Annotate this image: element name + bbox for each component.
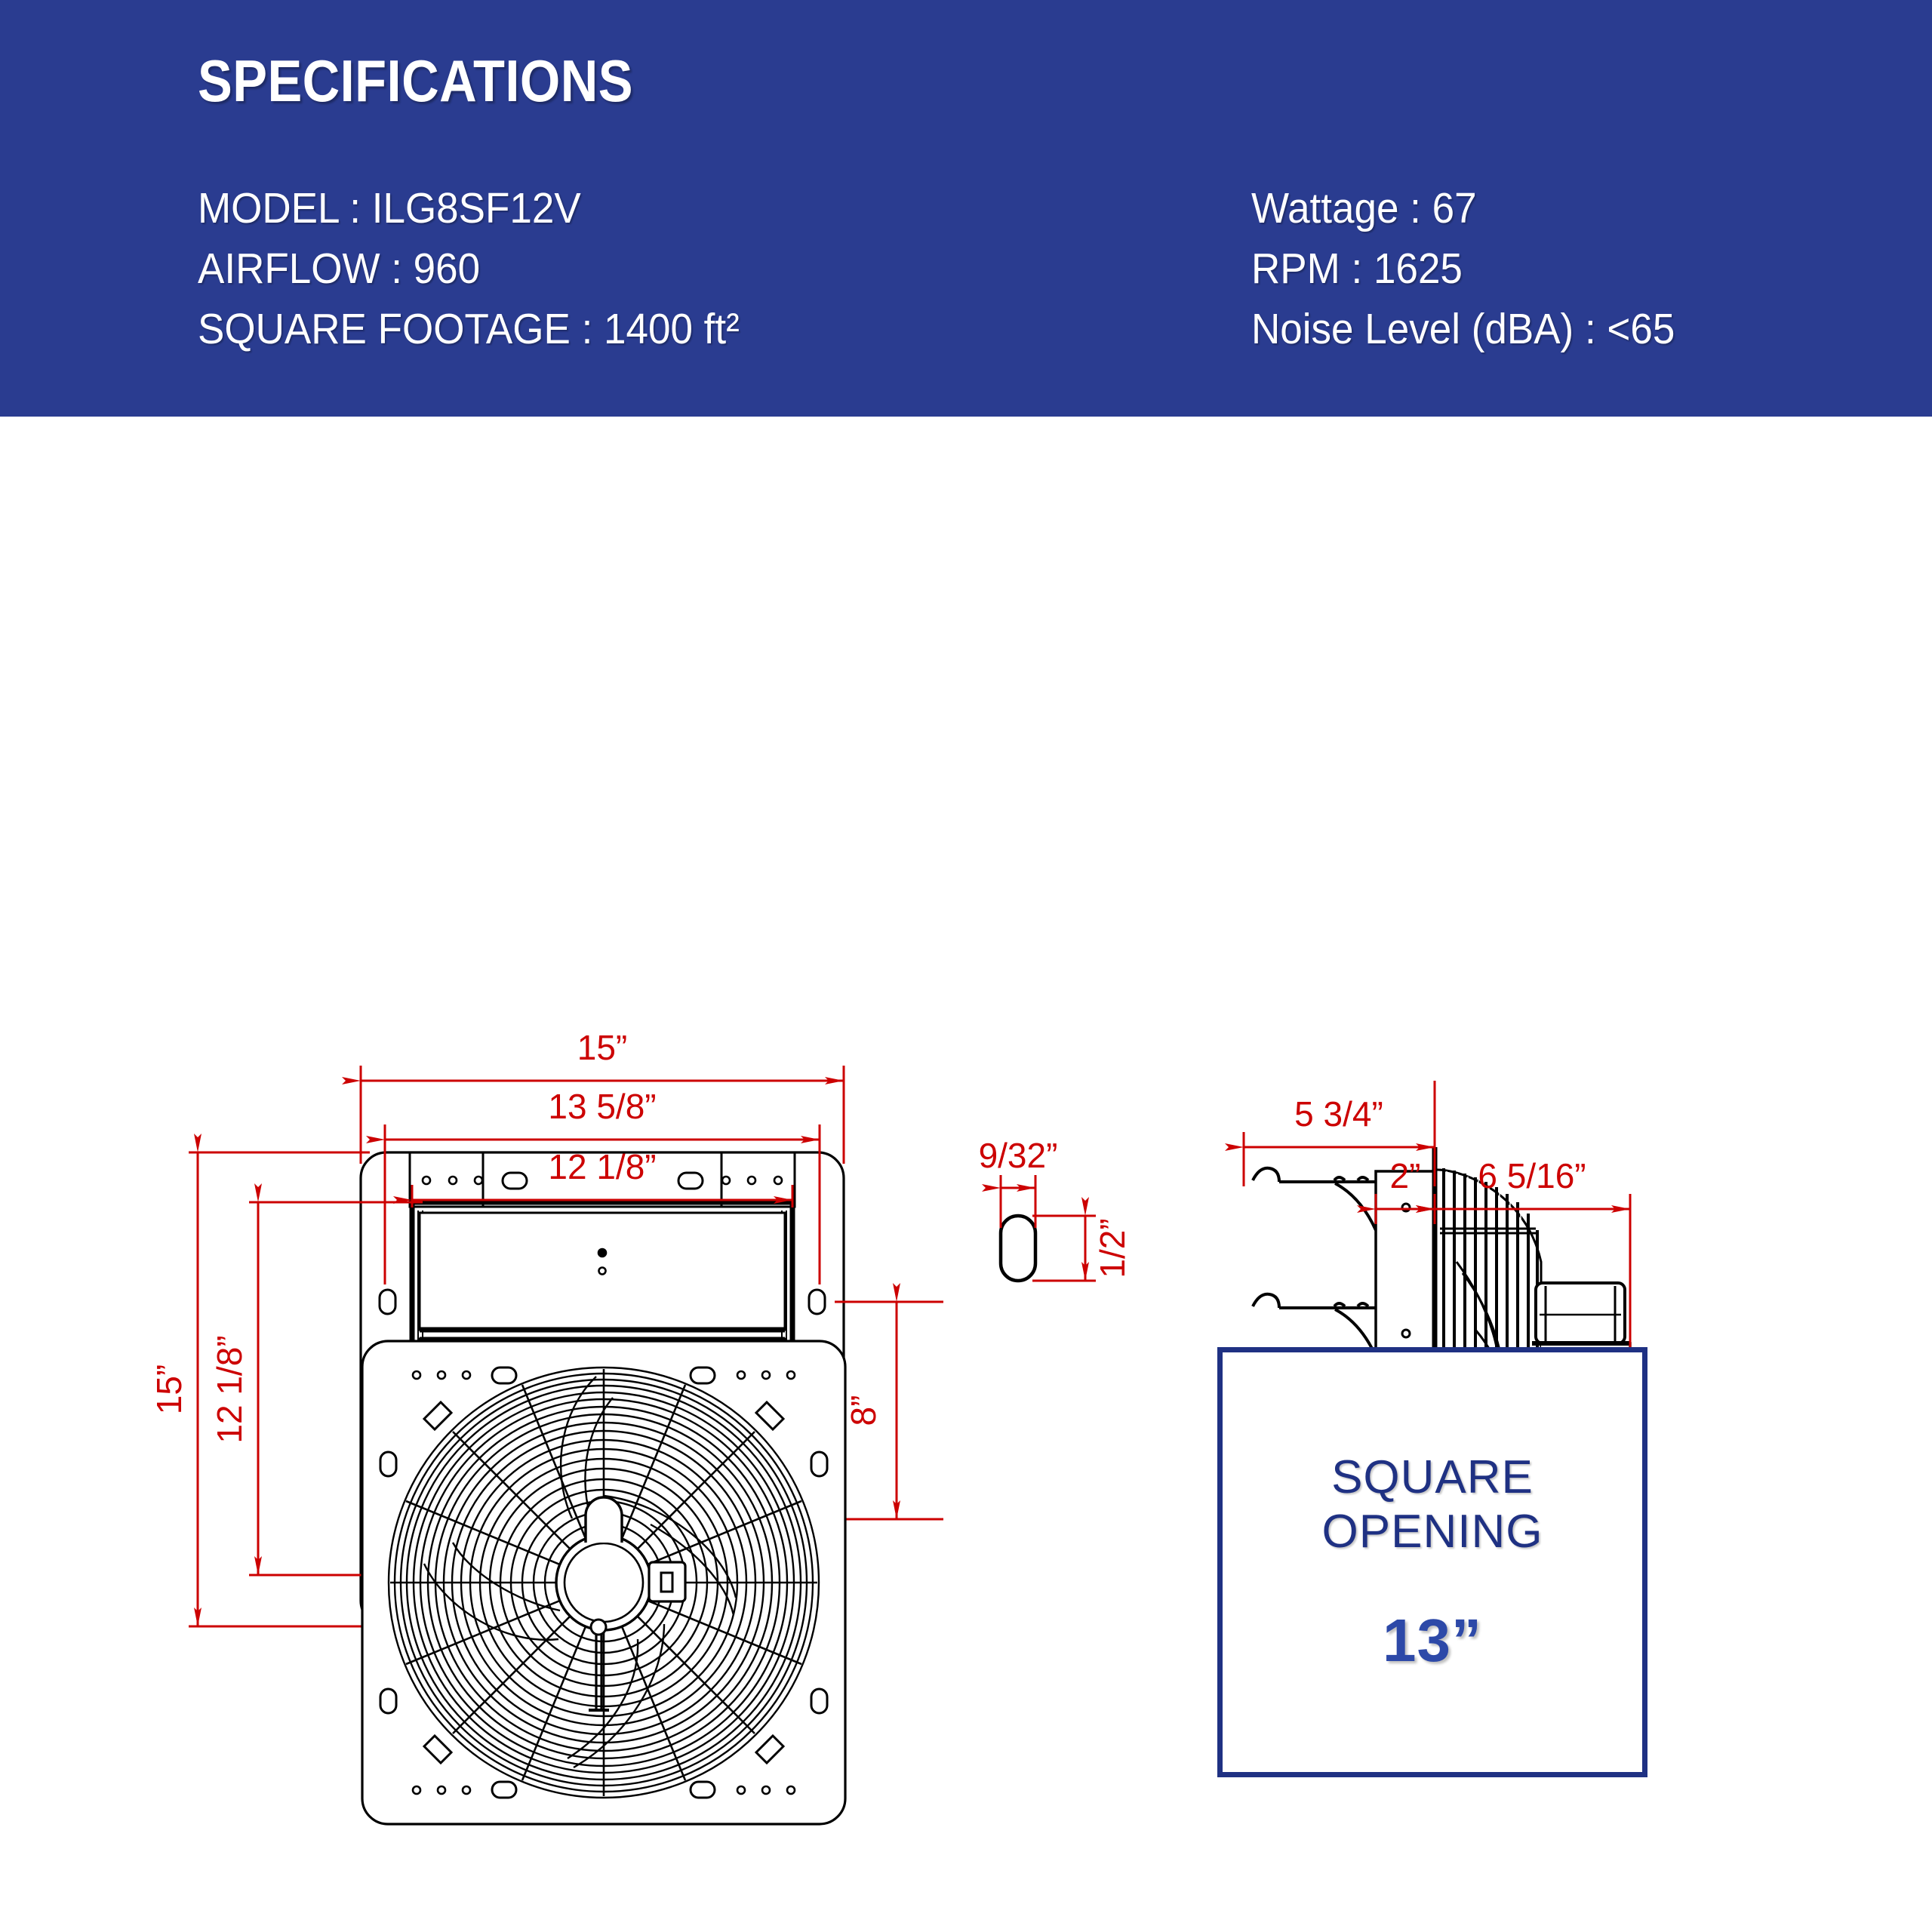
spec-left-column: MODEL : ILG8SF12V AIRFLOW : 960 SQUARE F… <box>198 178 780 359</box>
guard-retaining-clip <box>422 1400 786 1765</box>
front-view-dimension-labels: 15” 13 5/8” 12 1/8” 15” 12 1/8” 8” <box>149 1028 883 1444</box>
square-opening-line2: OPENING <box>1321 1506 1543 1558</box>
dim-louver-height-label: 12 1/8” <box>210 1335 249 1443</box>
spec-noise-level-line: Noise Level (dBA) : <65 <box>1251 305 1675 353</box>
hub-bracket <box>584 1496 623 1543</box>
bracket-screw-holes-top <box>421 1175 783 1186</box>
square-opening-text: SQUARE OPENING 13” <box>1223 1451 1642 1675</box>
dim-slot-width-label: 9/32” <box>979 1136 1058 1175</box>
square-opening-line1: SQUARE <box>1331 1451 1534 1503</box>
dim-bracket-width-label: 13 5/8” <box>548 1087 656 1126</box>
dim-louver-open-depth-label: 5 3/4” <box>1294 1094 1383 1134</box>
fan-blades <box>423 1376 737 1769</box>
specifications-header-band: SPECIFICATIONS MODEL : ILG8SF12V AIRFLOW… <box>0 0 1932 417</box>
front-view-dimension-lines <box>189 1066 943 1628</box>
dim-slot-spacing-label: 8” <box>844 1395 883 1426</box>
dim-motor-depth-label: 6 5/16” <box>1478 1156 1586 1195</box>
dim-slot-height-label: 1/2” <box>1093 1218 1132 1278</box>
square-opening-callout-box: SQUARE OPENING 13” <box>1217 1347 1647 1777</box>
louver-blade <box>418 1211 786 1333</box>
spec-airflow-line: AIRFLOW : 960 <box>198 245 481 293</box>
spec-square-footage-line: SQUARE FOOTAGE : 1400 ft² <box>198 305 740 353</box>
side-view-dimension-lines <box>1225 1081 1632 1360</box>
junction-box <box>1532 1281 1630 1346</box>
side-view-dimension-labels: 5 3/4” 2” 6 5/16” <box>1294 1094 1586 1195</box>
slot-shape <box>998 1214 1038 1283</box>
dim-louver-width-label: 12 1/8” <box>548 1147 656 1186</box>
mounting-slot-detail: 9/32” 1/2” <box>979 1136 1132 1283</box>
page-title: SPECIFICATIONS <box>198 48 633 114</box>
dim-overall-width-label: 15” <box>577 1028 627 1067</box>
fan-guard-rear-view <box>361 1340 847 1826</box>
spec-right-column: Wattage : 67 RPM : 1625 Noise Level (dBA… <box>1251 178 1707 359</box>
spec-wattage-line: Wattage : 67 <box>1251 184 1477 232</box>
square-opening-value: 13” <box>1383 1607 1482 1674</box>
dim-frame-depth-label: 2” <box>1390 1156 1421 1195</box>
spec-model-line: MODEL : ILG8SF12V <box>198 184 581 232</box>
dim-overall-height-label: 15” <box>149 1364 189 1414</box>
spec-rpm-line: RPM : 1625 <box>1251 245 1463 293</box>
